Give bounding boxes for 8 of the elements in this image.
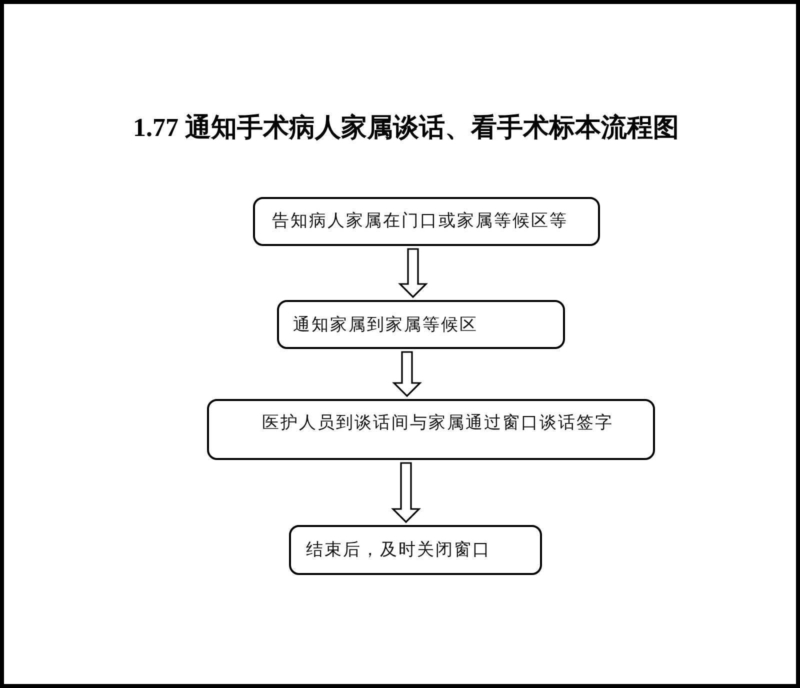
process-box: 结束后，及时关闭窗口 [289,525,542,575]
title: 1.77 通知手术病人家属谈话、看手术标本流程图 [133,113,679,143]
arrow [392,351,422,398]
process-box: 告知病人家属在门口或家属等候区等 [253,197,600,246]
arrow [391,462,421,524]
arrow [398,248,428,298]
process-box: 医护人员到谈话间与家属通过窗口谈话签字 [207,399,655,460]
process-box: 通知家属到家属等候区 [277,300,565,349]
